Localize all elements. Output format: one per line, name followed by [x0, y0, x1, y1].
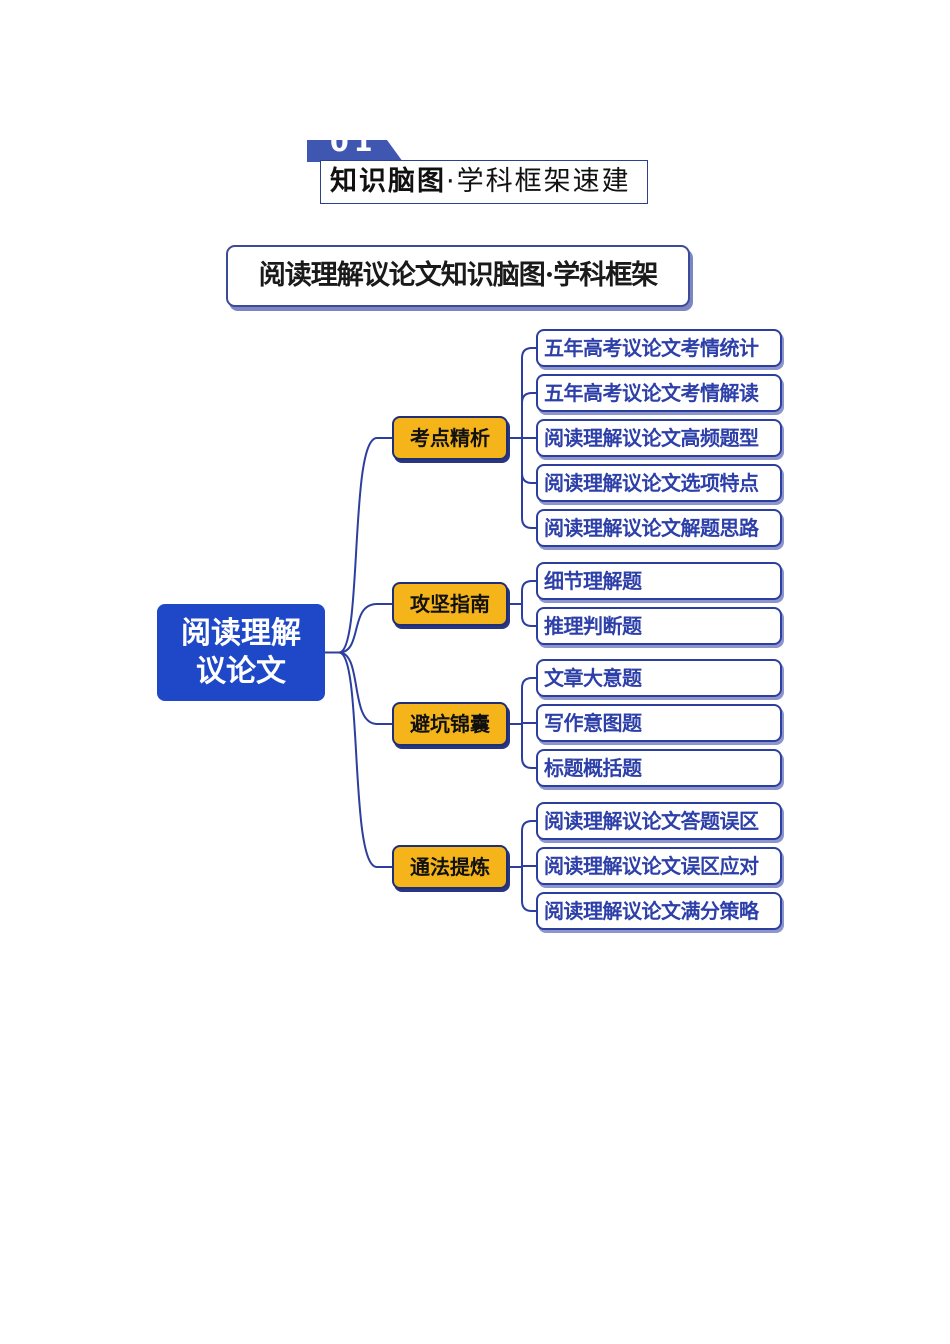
- section-title-bold: 知识脑图: [330, 166, 446, 197]
- connector-line: [508, 677, 536, 725]
- leaf-node: 阅读理解议论文误区应对: [536, 847, 782, 885]
- connector-line: [508, 392, 536, 439]
- category-node-gongjian: 攻坚指南: [392, 582, 508, 626]
- leaf-node: 五年高考议论文考情解读: [536, 374, 782, 412]
- connector-line: [508, 437, 536, 529]
- connector-line: [325, 651, 392, 725]
- category-node-kaodian: 考点精析: [392, 416, 508, 460]
- leaf-node: 阅读理解议论文高频题型: [536, 419, 782, 457]
- leaf-node: 写作意图题: [536, 704, 782, 742]
- connector-line: [508, 820, 536, 868]
- section-title: 知识脑图·学科框架速建: [330, 164, 631, 200]
- leaf-node: 阅读理解议论文选项特点: [536, 464, 782, 502]
- section-title-box: [320, 160, 648, 204]
- connector-line: [508, 866, 536, 912]
- section-tab-shape: [307, 140, 403, 162]
- connector-line: [325, 651, 392, 868]
- leaf-node: 阅读理解议论文满分策略: [536, 892, 782, 930]
- section-number: 01: [330, 127, 378, 158]
- category-node-bikeng: 避坑锦囊: [392, 702, 508, 746]
- leaf-node: 推理判断题: [536, 607, 782, 645]
- connector-line: [508, 347, 536, 439]
- leaf-node: 阅读理解议论文解题思路: [536, 509, 782, 547]
- connector-line: [508, 603, 536, 627]
- leaf-node: 细节理解题: [536, 562, 782, 600]
- section-title-rest: ·学科框架速建: [446, 166, 631, 197]
- main-title: 阅读理解议论文知识脑图·学科框架: [226, 245, 690, 307]
- connector-line: [325, 603, 392, 654]
- leaf-node: 阅读理解议论文答题误区: [536, 802, 782, 840]
- connector-line: [508, 580, 536, 605]
- category-node-tongfa: 通法提炼: [392, 845, 508, 889]
- leaf-node: 标题概括题: [536, 749, 782, 787]
- connector-line: [325, 437, 392, 654]
- connector-line: [508, 723, 536, 769]
- leaf-node: 文章大意题: [536, 659, 782, 697]
- leaf-node: 五年高考议论文考情统计: [536, 329, 782, 367]
- root-node: 阅读理解议论文: [157, 604, 325, 701]
